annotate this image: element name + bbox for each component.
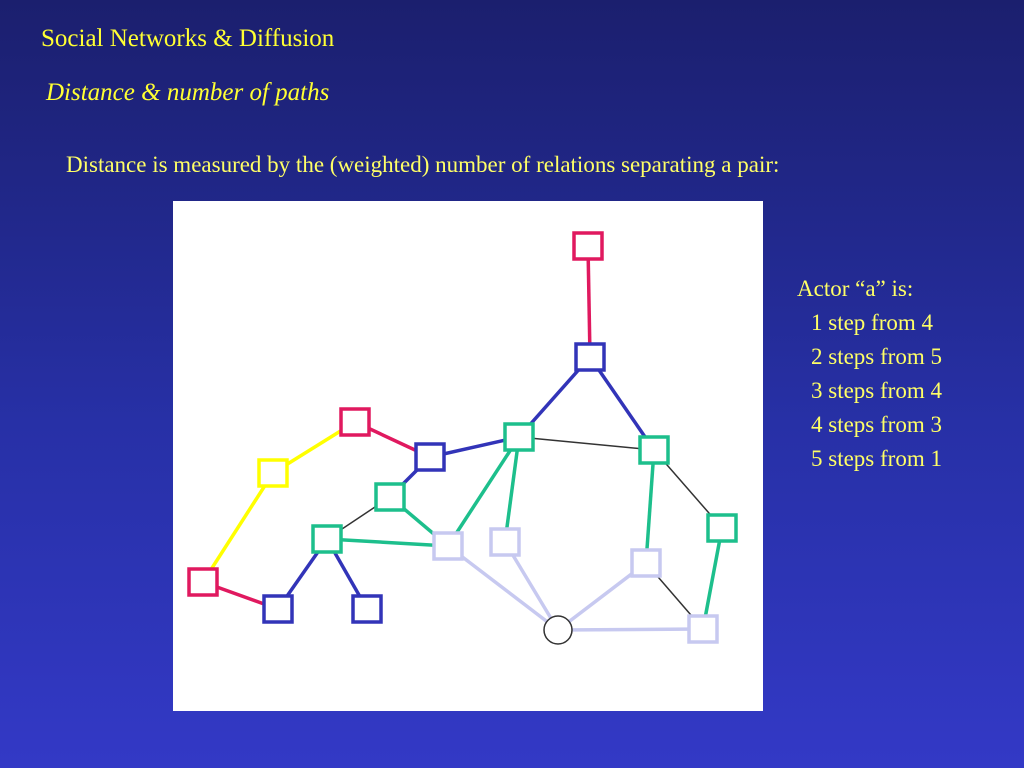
node-e xyxy=(706,513,738,543)
network-nodes xyxy=(187,231,738,645)
node-m xyxy=(630,548,662,578)
edge-circle-q xyxy=(557,627,704,632)
edge-j-k xyxy=(326,537,449,548)
node-n xyxy=(187,567,219,597)
edge-e-q xyxy=(701,527,724,630)
edge-h-n xyxy=(201,472,275,583)
edge-a-b xyxy=(586,245,592,358)
node-o xyxy=(262,594,294,624)
node-h xyxy=(257,458,289,488)
node-a xyxy=(572,231,604,261)
node-f xyxy=(414,442,446,472)
node-q xyxy=(687,614,719,644)
node-b xyxy=(574,342,606,372)
node-d xyxy=(638,435,670,465)
actor-heading: Actor “a” is: xyxy=(797,276,914,301)
node-j xyxy=(311,524,343,554)
network-diagram xyxy=(173,201,763,711)
step-line-3: 3 steps from 4 xyxy=(811,378,942,403)
step-line-5: 5 steps from 1 xyxy=(811,446,942,471)
node-i xyxy=(374,482,406,512)
step-line-1: 1 step from 4 xyxy=(811,310,934,335)
node-c xyxy=(503,422,535,452)
edge-d-m xyxy=(644,449,656,564)
node-actor-a xyxy=(543,615,573,645)
step-line-2: 2 steps from 5 xyxy=(811,344,942,369)
network-graph xyxy=(187,231,738,645)
node-p xyxy=(351,594,383,624)
edge-b-d xyxy=(588,356,656,451)
node-k xyxy=(432,531,464,561)
slide-subtitle: Distance & number of paths xyxy=(46,79,330,106)
edge-c-d xyxy=(518,436,655,451)
node-g xyxy=(339,407,371,437)
edge-k-circle xyxy=(446,544,560,632)
node-l xyxy=(489,527,521,557)
edge-c-k xyxy=(446,436,521,547)
actor-distance-notes: Actor “a” is: 1 step from 4 2 steps from… xyxy=(797,272,942,476)
edge-c-l xyxy=(503,436,521,543)
slide-title: Social Networks & Diffusion xyxy=(41,25,335,52)
step-line-4: 4 steps from 3 xyxy=(811,412,942,437)
intro-text: Distance is measured by the (weighted) n… xyxy=(66,152,780,177)
